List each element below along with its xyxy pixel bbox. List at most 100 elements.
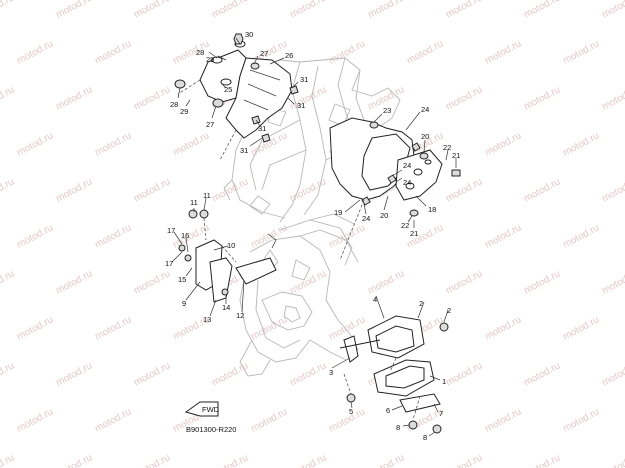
part-label: 7	[439, 409, 443, 418]
part-label: 1	[442, 377, 446, 386]
watermark-text: motod.ru	[600, 452, 625, 468]
watermark-text: motod.ru	[132, 84, 172, 112]
figure-code: B901300-R220	[186, 425, 236, 434]
lower-right-assembly	[339, 315, 449, 434]
watermark-text: motod.ru	[93, 222, 133, 250]
part-label: 31	[240, 146, 248, 155]
watermark-text: motod.ru	[93, 314, 133, 342]
part-label: 8	[423, 433, 427, 442]
watermark-text: motod.ru	[600, 0, 625, 21]
part-number-labels: 30 29 28 27 26 25 28 29 27 31 31 31 31 2…	[165, 30, 460, 442]
part-label: 31	[300, 75, 308, 84]
watermark-text: motod.ru	[249, 314, 289, 342]
watermark-text: motod.ru	[561, 222, 601, 250]
part-label: 24	[403, 178, 411, 187]
watermark-text: motod.ru	[210, 452, 250, 468]
watermark-text: motod.ru	[0, 268, 16, 296]
watermark-text: motod.ru	[561, 406, 601, 434]
watermark-text: motod.ru	[288, 452, 328, 468]
watermark-text: motod.ru	[210, 176, 250, 204]
part-label: 17	[167, 226, 175, 235]
watermark-text: motod.ru	[483, 38, 523, 66]
watermark-text: motod.ru	[132, 0, 172, 21]
watermark-text: motod.ru	[0, 84, 16, 112]
watermark-text: motod.ru	[600, 176, 625, 204]
watermark-text: motod.ru	[561, 314, 601, 342]
part-label: 6	[386, 406, 390, 415]
watermark-text: motod.ru	[93, 130, 133, 158]
part-label: 21	[410, 229, 418, 238]
part-label: 9	[182, 299, 186, 308]
part-label: 29	[206, 55, 214, 64]
watermark-text: motod.ru	[483, 130, 523, 158]
part-label: 22	[443, 143, 451, 152]
part-label: 15	[178, 275, 186, 284]
part-label: 31	[297, 101, 305, 110]
part-label: 24	[362, 214, 370, 223]
watermark-text: motod.ru	[132, 176, 172, 204]
watermark-text: motod.ru	[132, 452, 172, 468]
part-label: 16	[181, 231, 189, 240]
watermark-text: motod.ru	[210, 0, 250, 21]
watermark-text: motod.ru	[561, 130, 601, 158]
watermark-text: motod.ru	[327, 406, 367, 434]
reference-lines	[177, 79, 421, 421]
watermark-text: motod.ru	[288, 268, 328, 296]
watermark-text: motod.ru	[249, 406, 289, 434]
part-label: 27	[260, 49, 268, 58]
watermark-text: motod.ru	[93, 406, 133, 434]
watermark-text: motod.ru	[15, 222, 55, 250]
part-label: 5	[349, 407, 353, 416]
watermark-text: motod.ru	[0, 0, 16, 21]
watermark-text: motod.ru	[288, 0, 328, 21]
part-label: 8	[396, 423, 400, 432]
watermark-text: motod.ru	[561, 38, 601, 66]
forward-arrow-label: FWD	[202, 405, 220, 414]
part-label: 11	[190, 198, 198, 207]
watermark-text: motod.ru	[54, 176, 94, 204]
left-middle-parts	[178, 209, 277, 303]
watermark-text: motod.ru	[132, 268, 172, 296]
part-label: 14	[222, 303, 230, 312]
part-label: 11	[203, 191, 211, 200]
part-label: 4	[373, 295, 377, 304]
part-label: 23	[383, 106, 391, 115]
right-side-cover	[329, 117, 461, 217]
part-label: 13	[203, 315, 211, 324]
part-label: 3	[329, 368, 333, 377]
part-label: 12	[236, 311, 244, 320]
watermark-text: motod.ru	[366, 0, 406, 21]
part-label: 28	[170, 100, 178, 109]
watermark-text: motod.ru	[15, 38, 55, 66]
part-label: 21	[452, 151, 460, 160]
watermark-text: motod.ru	[366, 452, 406, 468]
watermark-text: motod.ru	[249, 222, 289, 250]
watermark-text: motod.ru	[327, 38, 367, 66]
watermark-text: motod.ru	[405, 38, 445, 66]
watermark-text: motod.ru	[54, 0, 94, 21]
leader-lines	[171, 37, 457, 437]
watermark-text: motod.ru	[444, 452, 484, 468]
watermark-text: motod.ru	[288, 360, 328, 388]
watermark-text: motod.ru	[0, 360, 16, 388]
part-label: 22	[401, 221, 409, 230]
watermark-text: motod.ru	[444, 176, 484, 204]
watermark-text: motod.ru	[444, 0, 484, 21]
forward-arrow: FWD	[184, 401, 220, 417]
part-label: 31	[258, 124, 266, 133]
part-label: 17	[165, 259, 173, 268]
watermark-text: motod.ru	[54, 84, 94, 112]
part-label: 27	[206, 120, 214, 129]
part-label: 2	[447, 306, 451, 315]
part-label: 29	[180, 107, 188, 116]
part-label: 28	[196, 48, 204, 57]
part-label: 10	[227, 241, 235, 250]
watermark-text: motod.ru	[0, 452, 16, 468]
watermark-text: motod.ru	[54, 452, 94, 468]
watermark-text: motod.ru	[444, 84, 484, 112]
part-label: 20	[380, 211, 388, 220]
part-label: 20	[421, 132, 429, 141]
